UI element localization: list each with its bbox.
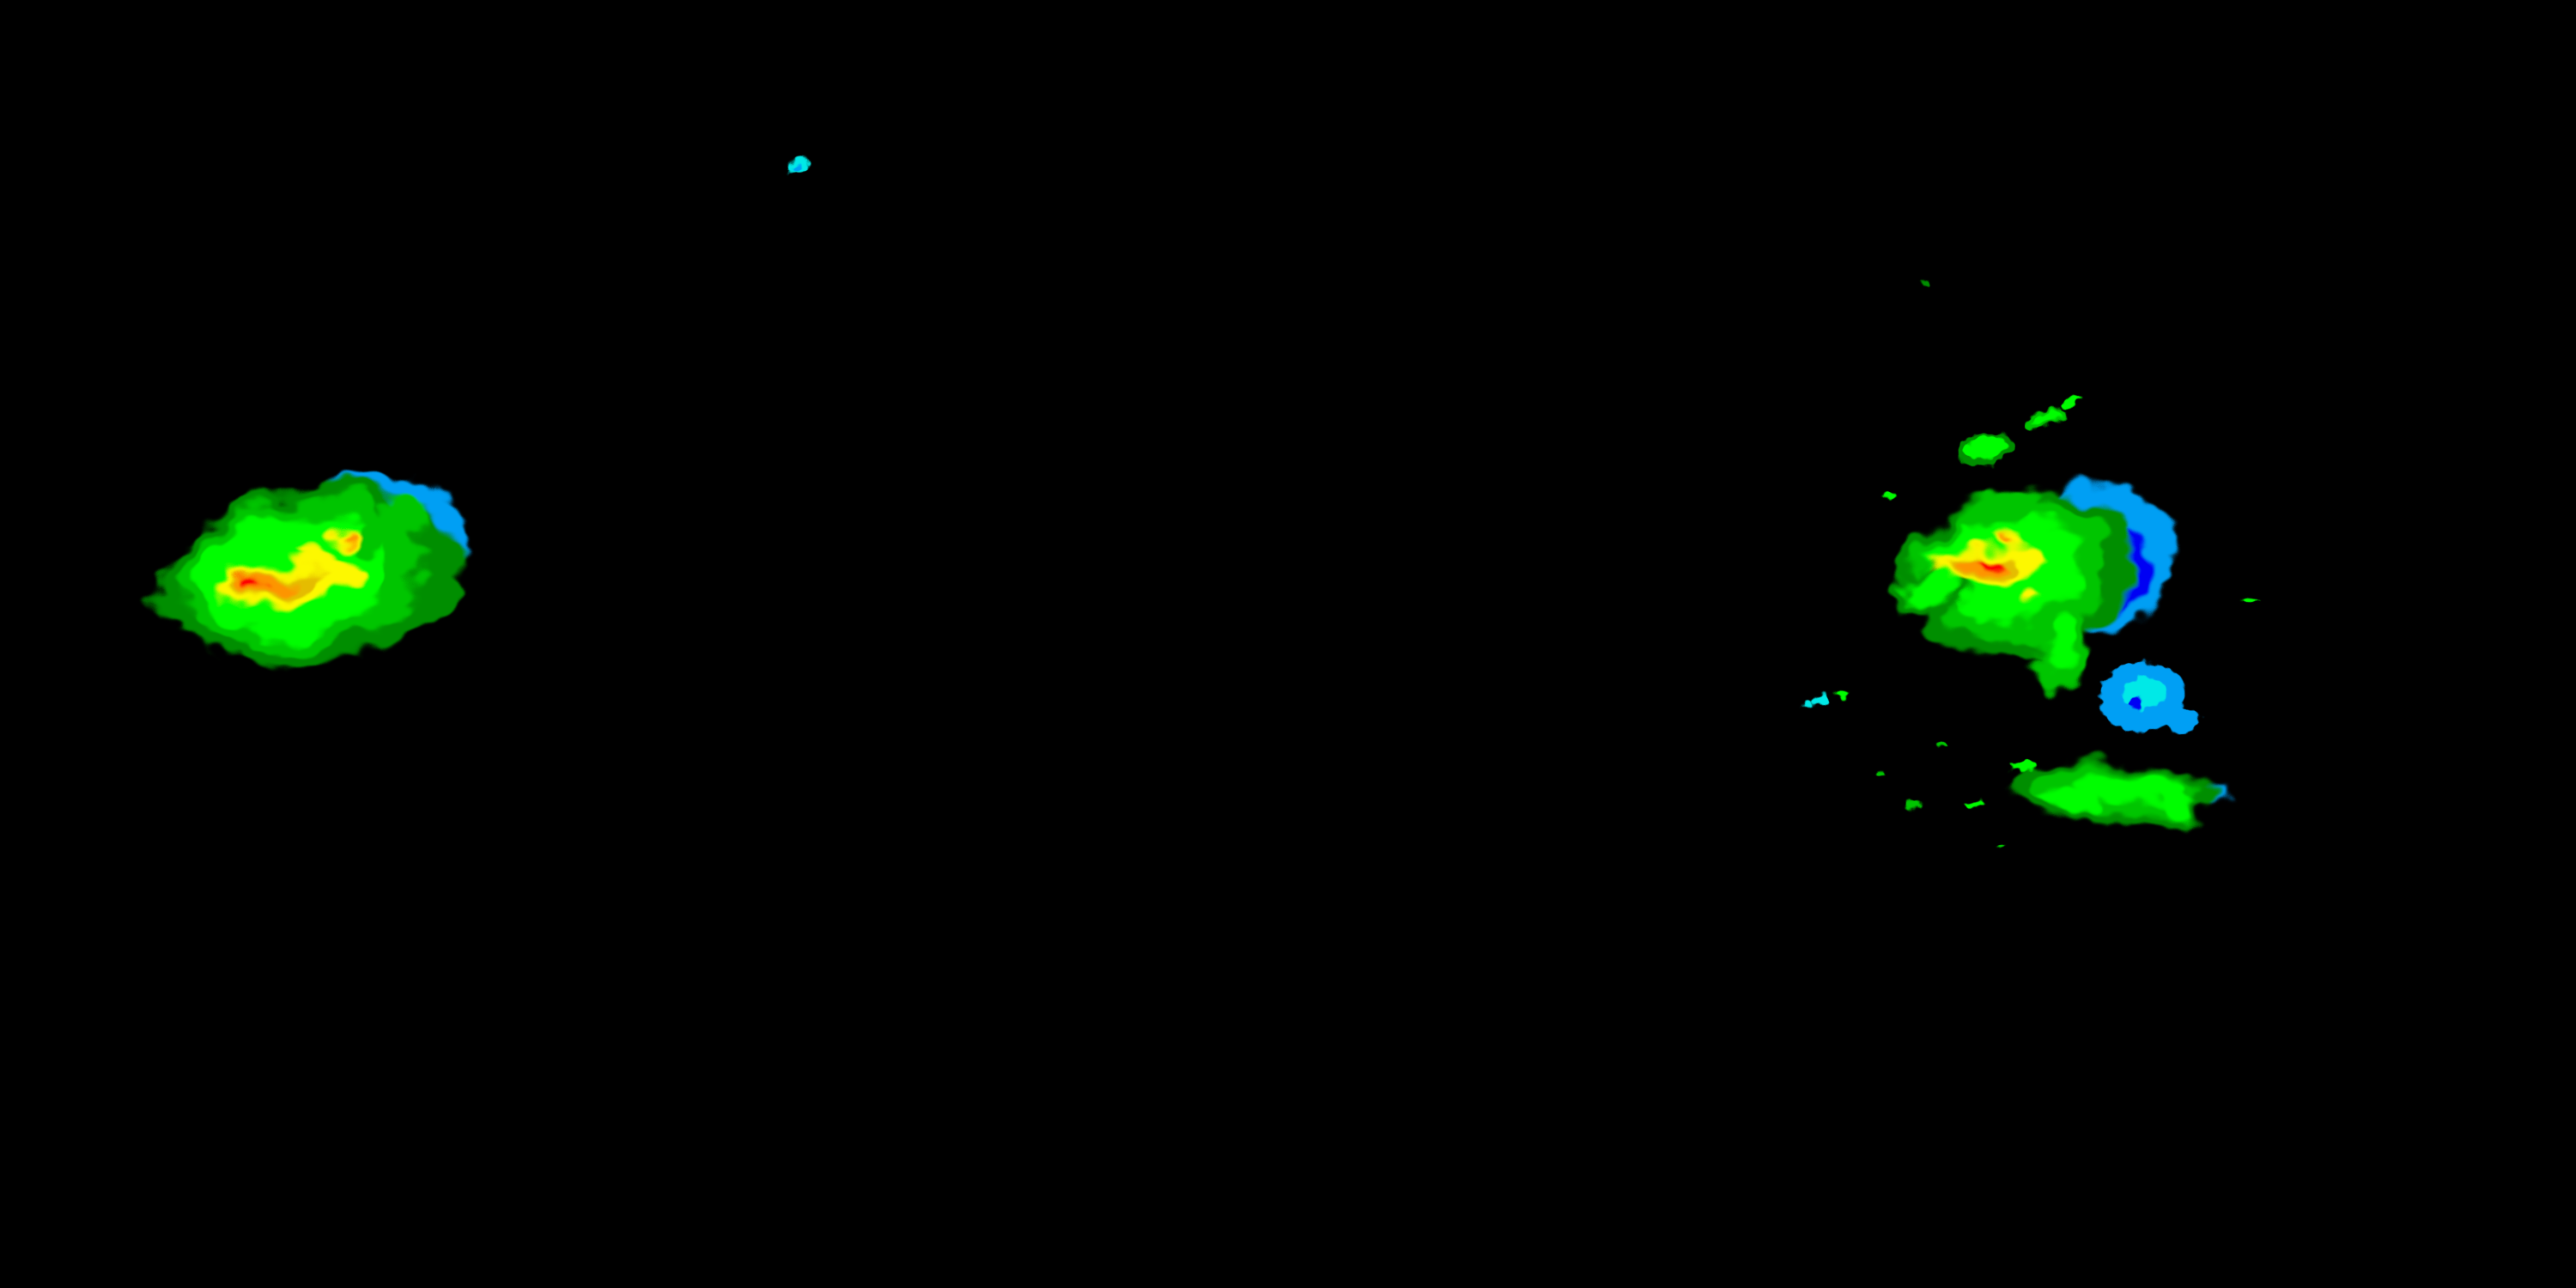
echo-speckle	[1876, 772, 1885, 777]
echo-layer-orange	[2011, 535, 2023, 542]
echo-speckle	[2008, 761, 2036, 773]
echo-speckle	[1906, 802, 1920, 809]
storm-cell-north-small-pair	[2025, 396, 2083, 428]
echo-speckle	[1937, 743, 1947, 748]
storm-cell-isolated-echo-northwest	[787, 156, 810, 173]
echo-layer-yellow	[2016, 595, 2037, 607]
echo-layer-light-blue	[791, 161, 803, 172]
storm-cell-west-supercell	[159, 477, 471, 667]
echo-speckle	[1881, 492, 1897, 501]
echo-layer-green	[349, 499, 423, 552]
storm-cell-southeast-band	[2009, 758, 2224, 825]
echo-layer-light-blue	[2162, 707, 2200, 732]
echo-speckle	[1997, 843, 2008, 848]
echo-layer-red	[242, 579, 268, 592]
echo-layer-orange	[335, 529, 349, 538]
echo-speckle	[1803, 702, 1814, 708]
storm-cell-east-main-storm	[1891, 484, 2176, 691]
echo-layer-blue	[2128, 696, 2145, 708]
echo-layer-bright-green	[1901, 572, 1966, 606]
echo-layer-bright-green	[2162, 797, 2200, 814]
scattered-echo-speckles	[1803, 281, 2257, 848]
echo-speckle	[2243, 596, 2257, 603]
storm-cell-east-blue-patch	[2099, 662, 2200, 732]
echo-layer-red	[1976, 553, 1995, 563]
echo-layer-bright-green	[2044, 623, 2075, 672]
echo-layer-bright-green	[2035, 410, 2063, 424]
echo-layer-yellow	[307, 549, 325, 559]
storm-cell-north-small-cell	[1954, 432, 2013, 466]
echo-speckle	[1921, 281, 1929, 286]
echo-layer-bright-green	[2063, 396, 2083, 408]
echo-layer-green	[1970, 489, 2035, 528]
echo-layer-bright-green	[1965, 435, 2006, 459]
echo-layer-bright-green	[2076, 770, 2193, 805]
echo-layer-bright-green	[2045, 788, 2102, 812]
echo-speckle	[1812, 696, 1829, 706]
echo-speckle	[1967, 800, 1983, 807]
echo-speckle	[1836, 690, 1850, 698]
